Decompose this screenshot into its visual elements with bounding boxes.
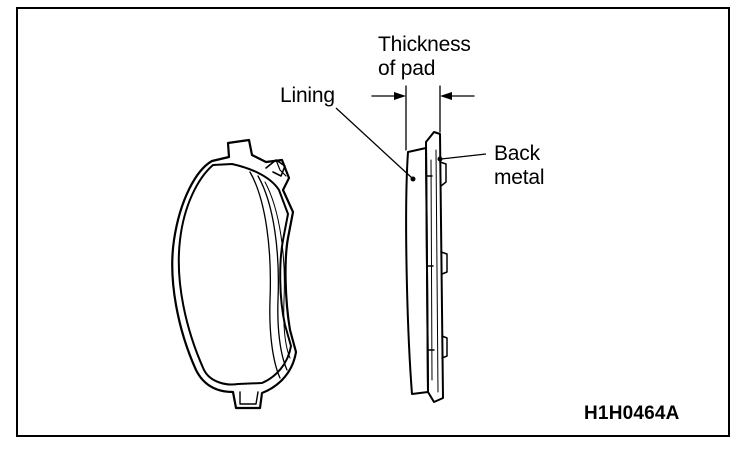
brake-pad-front-view <box>171 138 298 410</box>
thickness-arrow-right <box>440 92 452 100</box>
thickness-label-line-2: of pad <box>378 57 436 80</box>
back-metal-label: Back metal <box>494 142 545 190</box>
pad-lining-face <box>177 163 292 386</box>
lining-label: Lining <box>280 84 335 107</box>
back-metal-label-line-2: metal <box>494 166 545 189</box>
thickness-label: Thickness of pad <box>378 33 471 81</box>
figure-frame <box>16 7 730 437</box>
side-back-metal-step-3 <box>441 335 448 359</box>
side-lining <box>405 147 429 395</box>
pad-bottom-tab-detail <box>239 391 259 405</box>
wear-indicator-spring <box>275 159 287 177</box>
brake-pad-side-view <box>405 131 448 403</box>
side-back-metal-step-1 <box>439 161 447 187</box>
side-back-metal <box>425 131 444 403</box>
pad-arc-line-2 <box>257 175 288 371</box>
side-shade-line-1 <box>430 159 433 381</box>
wear-indicator-clip <box>265 159 286 177</box>
back-metal-label-line-1: Back <box>494 142 540 165</box>
side-back-metal-step-2 <box>440 251 448 275</box>
side-shade-line-2 <box>435 149 439 393</box>
pad-arc-line-1 <box>249 171 281 379</box>
back-metal-leader-dot <box>437 156 443 162</box>
pad-back-plate <box>171 138 298 410</box>
lining-leader-dot <box>410 176 416 182</box>
back-metal-leader <box>437 153 487 162</box>
thickness-label-line-1: Thickness <box>378 33 471 56</box>
thickness-dimension <box>371 85 475 151</box>
lining-leader <box>335 107 416 182</box>
pad-arc-line-3 <box>264 181 291 359</box>
thickness-arrow-left <box>394 92 406 100</box>
figure-code: H1H0464A <box>584 403 680 424</box>
